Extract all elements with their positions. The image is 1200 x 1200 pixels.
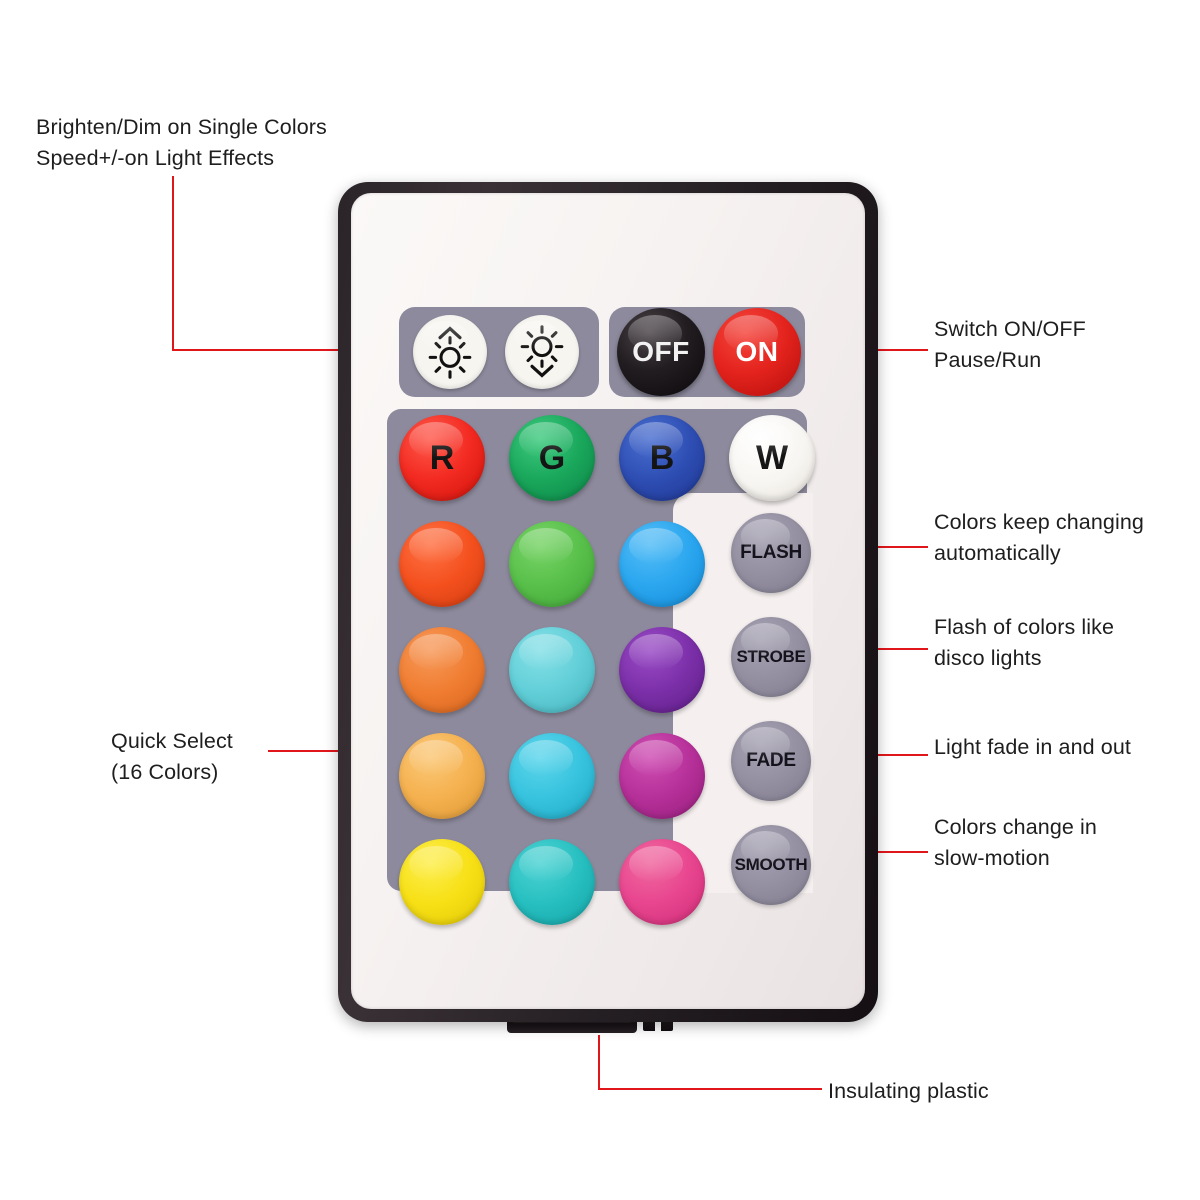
color-cyan-button[interactable] [509,733,595,819]
remote-face: OFF ON R G B W [351,193,865,1009]
color-aqua-button[interactable] [509,627,595,713]
smooth-button[interactable]: SMOOTH [731,825,811,905]
blue-button-label: B [649,438,675,477]
annotation-switch-onoff: Switch ON/OFF Pause/Run [934,314,1086,376]
annotation-fade-desc: Light fade in and out [934,732,1131,763]
color-yellow-button[interactable] [399,839,485,925]
annotation-line: disco lights [934,646,1042,670]
annotation-line: Switch ON/OFF [934,317,1086,341]
flash-button-label: FLASH [740,542,802,563]
strobe-button-label: STROBE [736,647,806,666]
color-magenta-button[interactable] [619,733,705,819]
annotation-quick-select: Quick Select (16 Colors) [111,726,233,788]
annotation-line: Flash of colors like [934,615,1115,639]
annotation-line: Colors change in [934,815,1097,839]
brightness-up-button[interactable] [413,315,487,389]
green-button-label: G [538,438,566,477]
sun-down-icon [520,325,564,378]
red-button-label: R [429,438,455,477]
green-button[interactable]: G [509,415,595,501]
sun-up-icon [428,326,472,379]
color-purple-button[interactable] [619,627,705,713]
color-light-green-button[interactable] [509,521,595,607]
leader-line-brighten-dim-vertical [172,176,174,350]
color-teal-button[interactable] [509,839,595,925]
on-button-label: ON [735,336,779,367]
annotation-line: Light fade in and out [934,735,1131,759]
annotation-line: automatically [934,541,1061,565]
annotation-strobe-desc: Flash of colors like disco lights [934,612,1114,674]
leader-line-insulating-vertical [598,1035,600,1090]
color-orange-red-button[interactable] [399,521,485,607]
annotation-line: Quick Select [111,729,233,753]
leader-line-quick-select [268,750,396,752]
leader-line-brighten-dim-horizontal [172,349,390,351]
leader-line-insulating-horizontal [598,1088,822,1090]
annotation-flash-desc: Colors keep changing automatically [934,507,1144,569]
remote-control-body: OFF ON R G B W [338,182,878,1022]
red-button[interactable]: R [399,415,485,501]
off-button-label: OFF [632,336,690,367]
annotation-line: Brighten/Dim on Single Colors [36,115,327,139]
annotation-line: Pause/Run [934,348,1042,372]
brightness-down-button[interactable] [505,315,579,389]
annotation-line: slow-motion [934,846,1050,870]
annotation-smooth-desc: Colors change in slow-motion [934,812,1097,874]
annotation-insulating-plastic: Insulating plastic [828,1076,989,1107]
on-button[interactable]: ON [713,308,801,396]
color-pink-button[interactable] [619,839,705,925]
fade-button-label: FADE [746,750,796,771]
color-orange-button[interactable] [399,627,485,713]
off-button[interactable]: OFF [617,308,705,396]
smooth-button-label: SMOOTH [734,855,808,874]
annotation-line: Insulating plastic [828,1079,989,1103]
strobe-button[interactable]: STROBE [731,617,811,697]
flash-button[interactable]: FLASH [731,513,811,593]
white-button-label: W [755,438,789,477]
blue-button[interactable]: B [619,415,705,501]
white-button[interactable]: W [729,415,815,501]
color-light-orange-button[interactable] [399,733,485,819]
annotation-line: Speed+/-on Light Effects [36,146,275,170]
color-sky-blue-button[interactable] [619,521,705,607]
annotation-line: Colors keep changing [934,510,1144,534]
annotation-brighten-dim: Brighten/Dim on Single Colors Speed+/-on… [36,112,327,174]
fade-button[interactable]: FADE [731,721,811,801]
annotation-line: (16 Colors) [111,760,219,784]
